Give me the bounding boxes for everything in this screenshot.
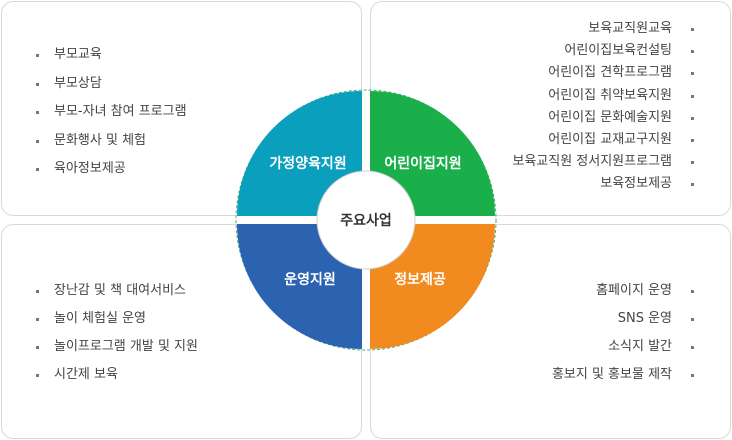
quadrant-label-operation-support: 운영지원 [284,271,336,288]
list-item: 부모상담 [36,70,187,99]
list-item: 홍보지 및 홍보물 제작 [552,361,695,389]
list-item: 어린이집 견학프로그램 [512,62,694,84]
list-item: 어린이집 취약보육지원 [512,85,694,107]
list-item: SNS 운영 [552,305,695,333]
quadrant-label-information-service: 정보제공 [394,271,446,288]
list-item: 홈페이지 운영 [552,277,695,305]
outer-dashed-ring [235,89,497,351]
daycare-support-list: 보육교직원교육 어린이집보육컨설팅 어린이집 견학프로그램 어린이집 취약보육지… [512,18,694,196]
quadrant-information-service [370,224,495,349]
list-item: 부모교육 [36,41,187,70]
list-item: 어린이집 교재교구지원 [512,129,694,151]
center-circle [316,170,416,270]
list-item: 놀이프로그램 개발 및 지원 [36,333,198,361]
quadrant-parenting-support [237,91,362,216]
information-service-list: 홈페이지 운영 SNS 운영 소식지 발간 홍보지 및 홍보물 제작 [552,277,695,389]
quadrant-daycare-support [370,91,495,216]
list-item: 장난감 및 책 대여서비스 [36,277,198,305]
quadrant-label-parenting-support: 가정양육지원 [269,155,346,172]
quadrant-label-daycare-support: 어린이집지원 [384,155,461,172]
list-item: 육아정보제공 [36,155,187,184]
operation-support-list: 장난감 및 책 대여서비스 놀이 체험실 운영 놀이프로그램 개발 및 지원 시… [36,277,198,389]
list-item: 부모-자녀 참여 프로그램 [36,98,187,127]
list-item: 문화행사 및 체험 [36,127,187,156]
list-item: 놀이 체험실 운영 [36,305,198,333]
list-item: 어린이집보육컨설팅 [512,40,694,62]
list-item: 어린이집 문화예술지원 [512,107,694,129]
list-item: 보육교직원교육 [512,18,694,40]
list-item: 보육정보제공 [512,173,694,195]
quadrant-operation-support [237,224,362,349]
list-item: 소식지 발간 [552,333,695,361]
list-item: 시간제 보육 [36,361,198,389]
center-label: 주요사업 [340,213,392,229]
parenting-support-list: 부모교육 부모상담 부모-자녀 참여 프로그램 문화행사 및 체험 육아정보제공 [36,41,187,184]
list-item: 보육교직원 정서지원프로그램 [512,151,694,173]
